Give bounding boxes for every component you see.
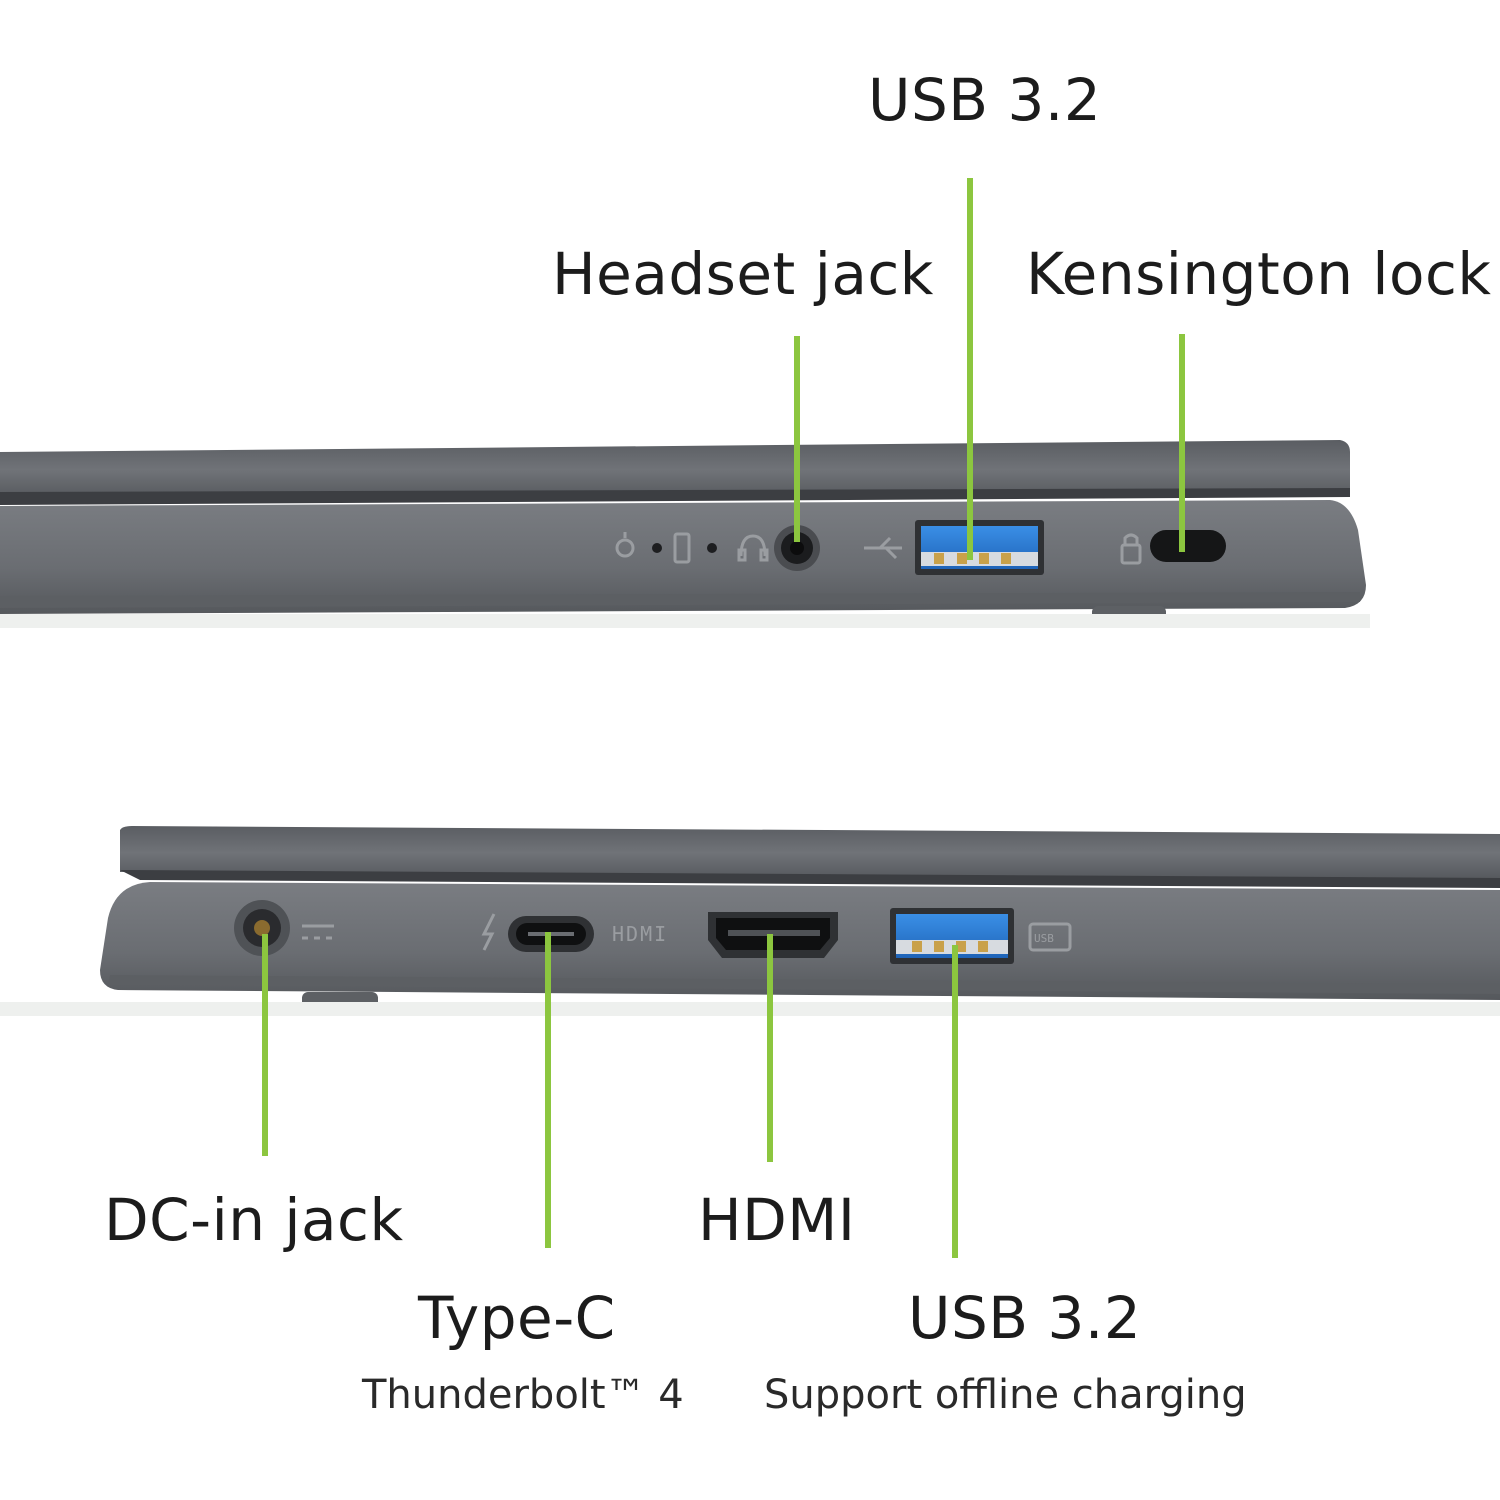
top-laptop-lid <box>0 440 1350 500</box>
bottom-laptop-lid <box>120 826 1500 880</box>
kensington-lock-slot <box>1150 530 1226 562</box>
usb-charging-icon: USB <box>1028 922 1072 952</box>
battery-led-icon <box>673 532 691 564</box>
svg-text:USB: USB <box>1034 932 1054 945</box>
offline-charging-sublabel: Support offline charging <box>764 1372 1247 1418</box>
headset-jack-port <box>774 525 820 571</box>
thunderbolt-sublabel: Thunderbolt™ 4 <box>362 1372 684 1418</box>
dc-icon <box>302 924 334 940</box>
power-led-icon <box>615 532 635 558</box>
dc-in-jack-port <box>234 900 290 956</box>
usb-icon <box>864 536 902 560</box>
headset-jack-label: Headset jack <box>552 240 934 308</box>
headset-icon <box>737 534 769 562</box>
usb-3-2-top-label: USB 3.2 <box>868 66 1102 134</box>
led-dot <box>652 543 662 553</box>
led-dot <box>707 543 717 553</box>
top-laptop <box>0 440 1370 628</box>
bottom-laptop: HDMI USB <box>0 826 1500 1016</box>
dc-in-jack-label: DC-in jack <box>104 1186 404 1254</box>
hdmi-label: HDMI <box>698 1186 856 1254</box>
leader-lines <box>262 178 1185 1258</box>
hdmi-logo: HDMI <box>612 922 668 946</box>
usb-3-2-bottom-label: USB 3.2 <box>908 1284 1142 1352</box>
type-c-label: Type-C <box>418 1284 616 1352</box>
usb-port-top <box>915 520 1044 575</box>
thunderbolt-icon <box>481 913 496 951</box>
kensington-lock-label: Kensington lock <box>1026 240 1492 308</box>
lock-icon <box>1120 533 1142 565</box>
